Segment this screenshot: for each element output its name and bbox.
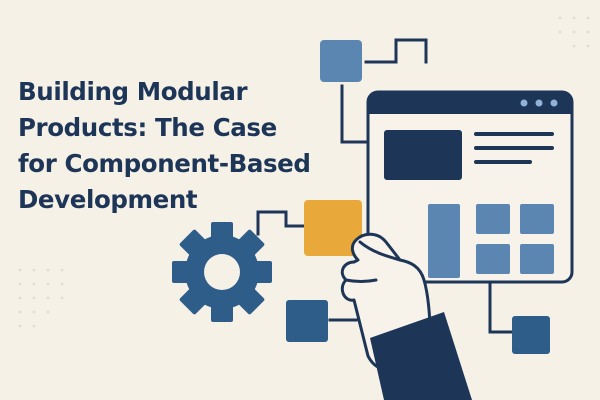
headline-line: Building Modular [18,77,248,106]
module-block-icon [320,40,362,82]
hand-icon [340,232,472,400]
connector-lines [256,38,514,334]
headline-line: for Component-Based [18,149,311,178]
headline-line: Products: The Case [18,113,277,142]
module-block-icon [304,200,362,256]
headline-line: Development [18,185,198,214]
headline: Building Modular Products: The Case for … [18,74,368,218]
module-block-icon [286,300,328,342]
browser-window-icon [366,90,574,284]
dot-pattern [18,16,590,328]
module-block-icon [512,316,550,354]
gear-icon [172,222,272,322]
